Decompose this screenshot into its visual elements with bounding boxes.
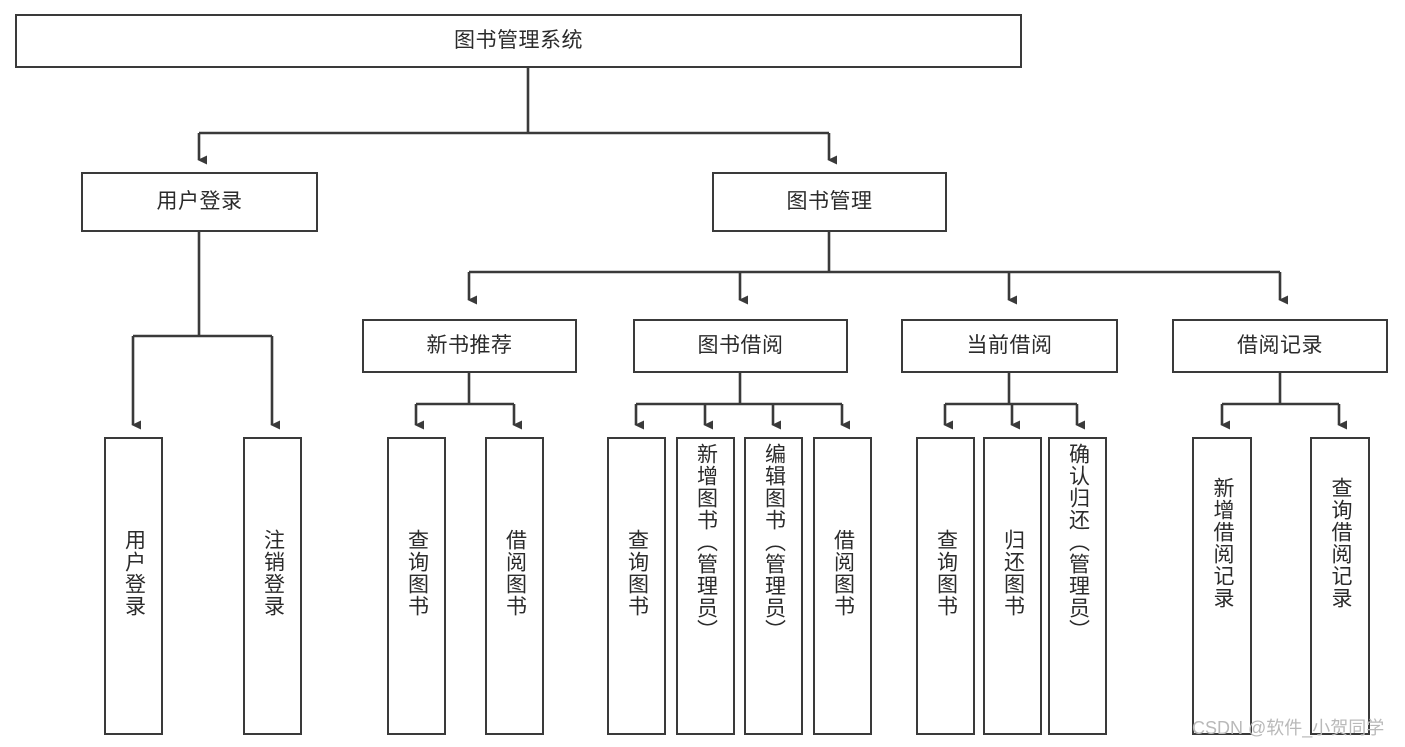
node-user-login[interactable]: 用户登录	[81, 172, 318, 232]
node-leaf-return-book[interactable]: 归还图书	[983, 437, 1042, 735]
node-book-management[interactable]: 图书管理	[712, 172, 947, 232]
node-label: 查询图书	[625, 529, 649, 617]
node-leaf-borrow-book-bb[interactable]: 借阅图书	[813, 437, 872, 735]
node-label: 查询图书	[934, 529, 958, 617]
node-leaf-query-book-cb[interactable]: 查询图书	[916, 437, 975, 735]
node-label: 用户登录	[156, 190, 243, 214]
node-label: 注销登录	[261, 529, 285, 617]
node-label: 借阅图书	[503, 529, 527, 617]
node-label: 当前借阅	[966, 334, 1053, 358]
node-leaf-query-book-nb[interactable]: 查询图书	[387, 437, 446, 735]
node-label: 用户登录	[122, 529, 146, 617]
node-root-book-management-system[interactable]: 图书管理系统	[15, 14, 1022, 68]
node-leaf-confirm-return-admin[interactable]: 确认归还（管理员）	[1048, 437, 1107, 735]
node-label: 图书管理系统	[454, 29, 583, 53]
node-leaf-user-login[interactable]: 用户登录	[104, 437, 163, 735]
node-current-borrow[interactable]: 当前借阅	[901, 319, 1118, 373]
node-label: 借阅记录	[1237, 334, 1323, 358]
node-label: 新书推荐	[426, 334, 513, 358]
node-label: 确认归还（管理员）	[1066, 443, 1090, 641]
node-new-book-recommend[interactable]: 新书推荐	[362, 319, 577, 373]
node-label: 图书借阅	[697, 334, 784, 358]
node-leaf-query-book-bb[interactable]: 查询图书	[607, 437, 666, 735]
node-label: 新增借阅记录	[1211, 477, 1235, 609]
node-borrow-record[interactable]: 借阅记录	[1172, 319, 1388, 373]
node-leaf-add-borrow-record[interactable]: 新增借阅记录	[1192, 437, 1252, 735]
node-label: 借阅图书	[831, 529, 855, 617]
node-label: 编辑图书（管理员）	[762, 443, 786, 641]
node-leaf-logout[interactable]: 注销登录	[243, 437, 302, 735]
node-leaf-query-borrow-record[interactable]: 查询借阅记录	[1310, 437, 1370, 735]
node-label: 图书管理	[786, 190, 873, 214]
node-label: 归还图书	[1001, 529, 1025, 617]
node-book-borrow[interactable]: 图书借阅	[633, 319, 848, 373]
node-leaf-borrow-book-nb[interactable]: 借阅图书	[485, 437, 544, 735]
node-leaf-edit-book-admin[interactable]: 编辑图书（管理员）	[744, 437, 803, 735]
node-label: 查询图书	[405, 529, 429, 617]
node-label: 查询借阅记录	[1329, 477, 1353, 609]
node-leaf-add-book-admin[interactable]: 新增图书（管理员）	[676, 437, 735, 735]
node-label: 新增图书（管理员）	[694, 443, 718, 641]
